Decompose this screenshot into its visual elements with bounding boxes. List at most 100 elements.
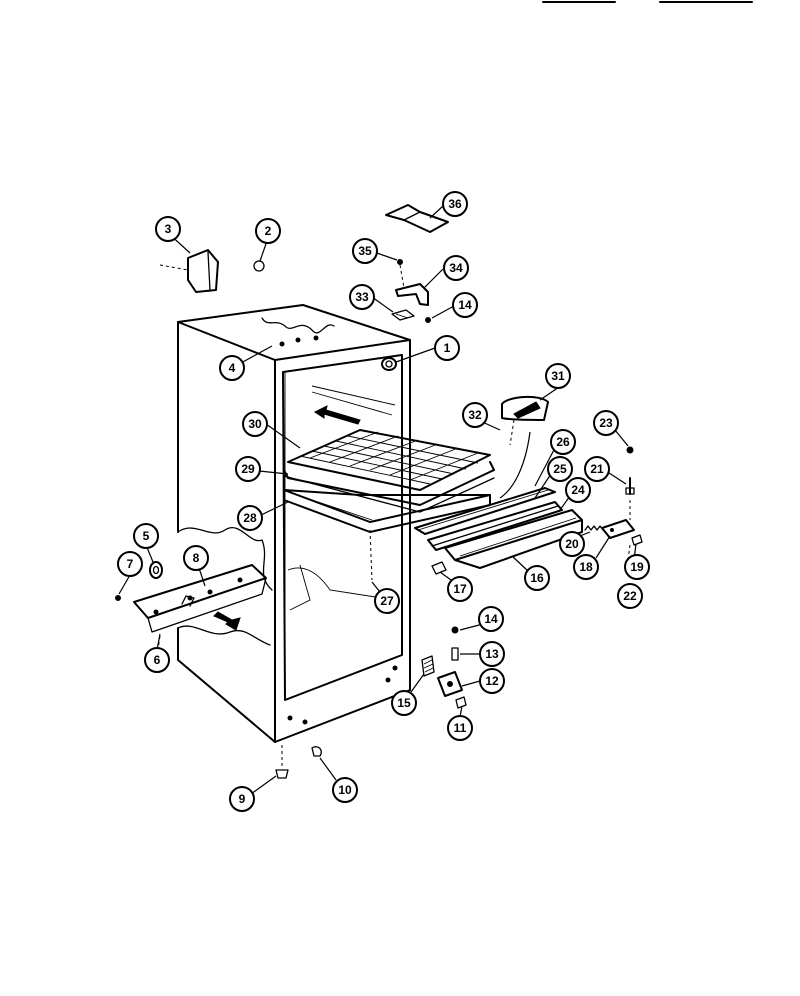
part-19-screw [631, 534, 643, 546]
callout-1-label: 1 [444, 341, 451, 355]
callout-8-label: 8 [193, 551, 200, 565]
callout-20-label: 20 [565, 537, 579, 551]
part-8-hinge-bracket [133, 564, 267, 633]
callout-15: 15 [391, 690, 417, 716]
callout-14-lower: 14 [478, 606, 504, 632]
callout-30: 30 [242, 411, 268, 437]
callout-12: 12 [479, 668, 505, 694]
cabinet-body [177, 304, 411, 743]
callout-28: 28 [237, 505, 263, 531]
callout-24-label: 24 [571, 483, 585, 497]
part-30-shelf-grill [287, 429, 491, 491]
callout-14-lower-label: 14 [484, 612, 498, 626]
callout-32: 32 [462, 402, 488, 428]
leader-lines [118, 205, 637, 795]
callout-16-label: 16 [530, 571, 544, 585]
callout-22: 22 [617, 583, 643, 609]
callout-14-top-label: 14 [458, 298, 472, 312]
callout-27-label: 27 [380, 594, 394, 608]
callout-34: 34 [443, 255, 469, 281]
callout-14-top: 14 [452, 292, 478, 318]
callout-33-label: 33 [355, 290, 369, 304]
callout-2: 2 [255, 218, 281, 244]
callout-21-label: 21 [590, 462, 604, 476]
part-25-rail [427, 501, 563, 551]
callout-10-label: 10 [338, 783, 352, 797]
callout-18: 18 [573, 554, 599, 580]
callout-9: 9 [229, 786, 255, 812]
callout-34-label: 34 [449, 261, 463, 275]
part-28-shelf-tray [283, 489, 491, 533]
part-36-cover [385, 204, 449, 233]
part-26-rail [414, 487, 556, 535]
callout-16: 16 [524, 565, 550, 591]
callout-22-label: 22 [623, 589, 637, 603]
callout-35: 35 [352, 238, 378, 264]
part-31-handle [501, 396, 549, 421]
part-14-screw-top [425, 317, 431, 323]
callout-29: 29 [235, 456, 261, 482]
callout-26-label: 26 [556, 435, 570, 449]
part-17-screw [431, 561, 447, 575]
part-22-leader [627, 500, 631, 561]
callout-6: 6 [144, 647, 170, 673]
part-27-screw [369, 529, 373, 581]
callout-5-label: 5 [143, 529, 150, 543]
callout-31: 31 [545, 363, 571, 389]
part-29-shelf-frame [283, 461, 495, 513]
callout-23: 23 [593, 410, 619, 436]
callout-11-label: 11 [454, 721, 467, 735]
callout-7-label: 7 [127, 557, 134, 571]
callout-10: 10 [332, 777, 358, 803]
direction-arrow-upper [314, 405, 361, 425]
callout-12-label: 12 [485, 674, 499, 688]
callout-17-label: 17 [453, 582, 467, 596]
part-1-grommet [381, 357, 397, 371]
part-18-plate [601, 519, 635, 539]
callout-11: 11 [447, 715, 473, 741]
part-15-vent [421, 655, 435, 677]
callout-19: 19 [624, 554, 650, 580]
part-13-pin [451, 647, 459, 661]
callout-31-label: 31 [551, 369, 565, 383]
callout-4-label: 4 [229, 361, 236, 375]
part-9-leveler [275, 745, 289, 779]
part-5-nut [149, 561, 163, 579]
direction-arrow-lower [213, 611, 241, 631]
callout-3-label: 3 [165, 222, 172, 236]
callout-4: 4 [219, 355, 245, 381]
callout-7: 7 [117, 551, 143, 577]
part-20-spring [584, 525, 604, 531]
callout-15-label: 15 [397, 696, 411, 710]
callout-29-label: 29 [241, 462, 255, 476]
callout-23-label: 23 [599, 416, 613, 430]
part-32-leader [499, 419, 531, 499]
part-2-nut [253, 260, 265, 272]
callout-25-label: 25 [553, 462, 567, 476]
callout-36-label: 36 [448, 197, 462, 211]
callout-13: 13 [479, 641, 505, 667]
callout-2-label: 2 [265, 224, 272, 238]
part-24-channel [444, 509, 583, 569]
part-7-screw [115, 595, 121, 601]
callout-33: 33 [349, 284, 375, 310]
part-35-screw [397, 259, 405, 289]
callout-30-label: 30 [248, 417, 262, 431]
callout-27: 27 [374, 588, 400, 614]
part-11-screw [455, 696, 467, 709]
callout-1: 1 [434, 335, 460, 361]
callout-6-label: 6 [154, 653, 161, 667]
part-21-bolt [625, 477, 635, 495]
part-3-top-bracket [159, 249, 219, 293]
callout-20: 20 [559, 531, 585, 557]
part-12-hinge [437, 671, 463, 697]
callout-21: 21 [584, 456, 610, 482]
part-33-pad [391, 309, 415, 321]
callout-13-label: 13 [485, 647, 499, 661]
callout-36: 36 [442, 191, 468, 217]
part-10-cap [311, 746, 322, 757]
callout-28-label: 28 [243, 511, 257, 525]
callout-35-label: 35 [358, 244, 372, 258]
callout-8: 8 [183, 545, 209, 571]
callout-24: 24 [565, 477, 591, 503]
